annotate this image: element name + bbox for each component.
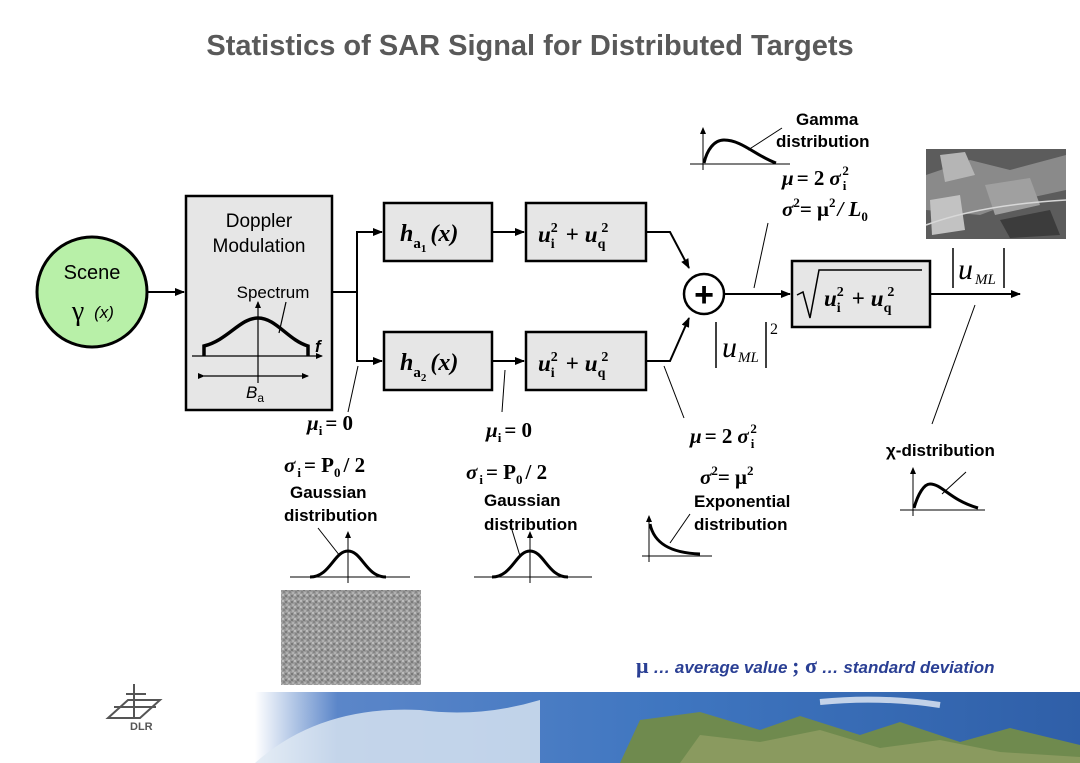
- doppler-label-line2: Modulation: [213, 236, 306, 257]
- scene-gamma-symbol: γ: [71, 296, 84, 327]
- svg-text:ha1(x): ha1(x): [400, 221, 458, 255]
- svg-text:ML: ML: [737, 350, 759, 366]
- earth-band-image: [255, 692, 1080, 763]
- bandwidth-label: Ba: [246, 383, 264, 405]
- svg-text:Gaussian: Gaussian: [484, 491, 561, 510]
- legend-mu-symbol: μ: [636, 653, 649, 678]
- gamma-title-line2: distribution: [776, 132, 869, 151]
- sqrt-box: ui2+uq2: [790, 259, 932, 329]
- legend-mu-text: … average value: [648, 658, 793, 677]
- chi-title: χ-distribution: [886, 441, 995, 460]
- summation-node: +: [682, 272, 726, 316]
- svg-text:ui2+uq2: ui2+uq2: [824, 285, 894, 316]
- uml-label: u ML: [952, 248, 1005, 288]
- filter-box-2: ha2(x): [382, 330, 494, 392]
- svg-text:ui2+uq2: ui2+uq2: [538, 221, 608, 252]
- plus-symbol: +: [694, 276, 714, 314]
- svg-text:μi= 0: μi= 0: [485, 418, 532, 445]
- dlr-logo-text: DLR: [130, 721, 153, 733]
- legend-sigma-text: … standard deviation: [816, 658, 995, 677]
- svg-text:2: 2: [770, 321, 778, 338]
- scene-label: Scene: [64, 262, 121, 284]
- spectrum-label: Spectrum: [237, 283, 310, 302]
- svg-text:Gaussian: Gaussian: [290, 483, 367, 502]
- filter-box-1: ha1(x): [382, 201, 494, 263]
- svg-text:distribution: distribution: [484, 515, 577, 534]
- legend-sigma-symbol: σ: [804, 653, 817, 678]
- detector-box-1: ui2+uq2: [524, 201, 648, 263]
- svg-text:distribution: distribution: [284, 506, 377, 525]
- svg-text:u: u: [722, 331, 737, 364]
- gamma-title-line1: Gamma: [796, 110, 859, 129]
- svg-text:ML: ML: [974, 272, 996, 288]
- svg-text:μi= 0: μi= 0: [306, 411, 353, 438]
- svg-text:Exponential: Exponential: [694, 492, 790, 511]
- legend-footnote: μ … average value ; σ … standard deviati…: [636, 653, 995, 679]
- gaussian-noise-image: [281, 590, 421, 685]
- svg-text:σi= P0/ 2: σi= P0/ 2: [466, 460, 547, 487]
- gamma-variance-formula: σ2= μ2/ L0: [782, 195, 868, 224]
- svg-text:u: u: [958, 253, 973, 286]
- chi-distribution: χ-distribution: [886, 304, 995, 516]
- legend-separator: ;: [792, 653, 805, 678]
- frequency-axis-label: f: [315, 337, 323, 356]
- svg-text:distribution: distribution: [694, 515, 787, 534]
- scene-node: Scene γ (x): [35, 235, 149, 349]
- dlr-logo: DLR: [105, 684, 163, 733]
- sar-image-thumbnail: [925, 149, 1067, 239]
- svg-text:σ2= μ2: σ2= μ2: [700, 463, 753, 489]
- doppler-label-line1: Doppler: [226, 211, 293, 232]
- page-title: Statistics of SAR Signal for Distributed…: [206, 30, 854, 62]
- detector-box-2: ui2+uq2: [524, 330, 648, 392]
- svg-text:ui2+uq2: ui2+uq2: [538, 350, 608, 381]
- svg-text:σi= P0/ 2: σi= P0/ 2: [284, 453, 365, 480]
- uml-squared-label: u ML 2: [715, 321, 778, 368]
- scene-arg: (x): [94, 303, 114, 322]
- svg-text:ha2(x): ha2(x): [400, 350, 458, 384]
- doppler-modulation-box: Doppler Modulation Spectrum f Ba: [184, 194, 334, 412]
